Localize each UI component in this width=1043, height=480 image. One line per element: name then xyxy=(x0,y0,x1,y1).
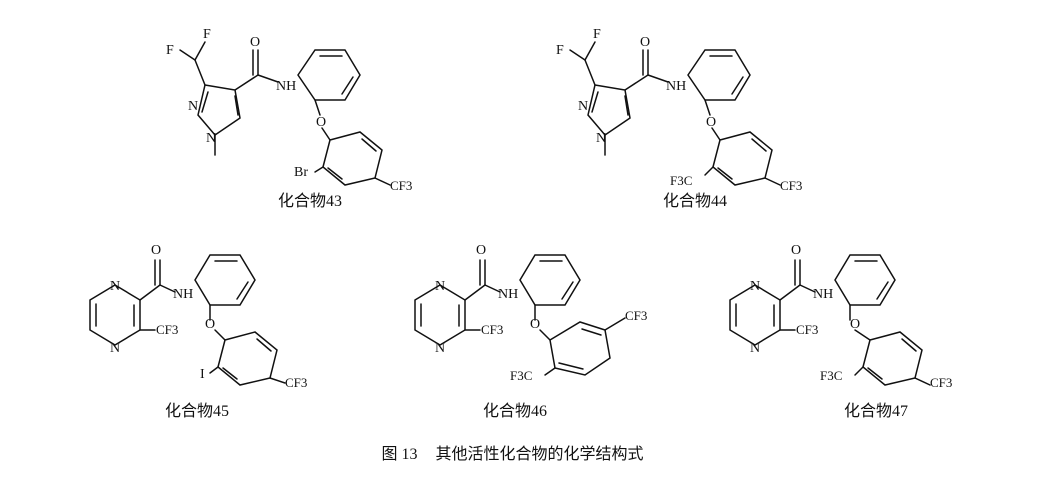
compound-46-structure: O NH N N CF3 O F3C CF3 xyxy=(414,243,647,383)
o-label: O xyxy=(706,115,716,130)
f-label: F xyxy=(166,43,174,58)
n-label: N xyxy=(110,279,120,294)
n-label: N xyxy=(596,131,606,146)
n-label: N xyxy=(435,341,445,356)
figure-number: 图 13 xyxy=(381,446,418,463)
n-label: N xyxy=(206,131,216,146)
sub-label: F3C xyxy=(670,173,692,188)
cf3-label: CF3 xyxy=(796,322,818,337)
sub-label: F3C xyxy=(510,368,532,383)
o-label: O xyxy=(476,243,486,258)
nh-label: NH xyxy=(276,79,296,94)
cf3-label: CF3 xyxy=(930,375,952,390)
compound-45-structure: O NH N N CF3 O I CF3 xyxy=(89,243,307,390)
nh-label: NH xyxy=(666,79,686,94)
o-label: O xyxy=(250,35,260,50)
o-label: O xyxy=(205,317,215,332)
n-label: N xyxy=(578,99,588,114)
f-label: F xyxy=(556,43,564,58)
o-label: O xyxy=(151,243,161,258)
n-label: N xyxy=(188,99,198,114)
o-label: O xyxy=(850,317,860,332)
sub-label: F3C xyxy=(820,368,842,383)
n-label: N xyxy=(750,279,760,294)
nh-label: NH xyxy=(173,287,193,302)
cf3-label: CF3 xyxy=(481,322,503,337)
n-label: N xyxy=(435,279,445,294)
f-label: F xyxy=(203,27,211,42)
o-label: O xyxy=(640,35,650,50)
f-label: F xyxy=(593,27,601,42)
compound-44-structure: F F O NH N N O F3C CF3 xyxy=(556,27,802,193)
cf3-label: CF3 xyxy=(625,308,647,323)
o-label: O xyxy=(316,115,326,130)
compound-43-structure: F F O NH N N O Br CF3 xyxy=(166,27,412,193)
figure-title: 其他活性化合物的化学结构式 xyxy=(435,446,644,463)
nh-label: NH xyxy=(498,287,518,302)
caption-47: 化合物47 xyxy=(843,403,909,420)
o-label: O xyxy=(791,243,801,258)
sub-label: Br xyxy=(294,165,308,180)
o-label: O xyxy=(530,317,540,332)
figure-caption: 图 13 其他活性化合物的化学结构式 xyxy=(381,440,661,464)
caption-44: 化合物44 xyxy=(662,193,728,210)
n-label: N xyxy=(110,341,120,356)
nh-label: NH xyxy=(813,287,833,302)
cf3-label: CF3 xyxy=(156,322,178,337)
cf3-label: CF3 xyxy=(780,178,802,193)
sub-label: I xyxy=(200,367,205,382)
compound-47-structure: O NH N N CF3 O F3C CF3 xyxy=(729,243,952,390)
caption-46: 化合物46 xyxy=(482,403,548,420)
cf3-label: CF3 xyxy=(285,375,307,390)
n-label: N xyxy=(750,341,760,356)
caption-43: 化合物43 xyxy=(277,193,343,210)
caption-45: 化合物45 xyxy=(164,403,230,420)
cf3-label: CF3 xyxy=(390,178,412,193)
